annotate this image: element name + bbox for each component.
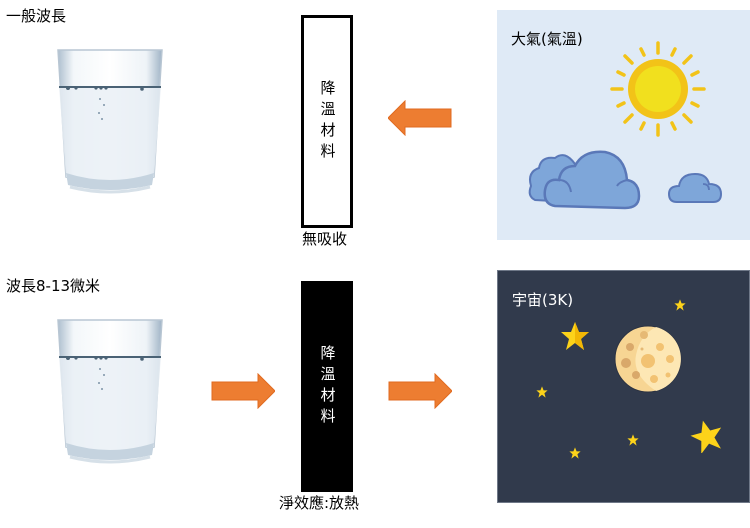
star-icon — [536, 386, 548, 398]
arrow-right-icon — [388, 373, 452, 409]
outer-space-panel: 宇宙(3K) — [497, 270, 750, 503]
cooling-material-label: 降溫材料 — [318, 79, 337, 164]
net-effect-label: 淨效應:放熱 — [279, 494, 360, 512]
no-absorption-label: 無吸收 — [302, 230, 348, 248]
water-glass-icon — [54, 317, 166, 467]
atmosphere-title: 大氣(氣溫) — [511, 30, 583, 48]
moon-icon — [614, 325, 682, 393]
star-icon — [569, 447, 581, 459]
water-glass-icon — [54, 47, 166, 197]
atmosphere-panel: 大氣(氣溫) — [497, 10, 750, 240]
wavelength-label-general: 一般波長 — [6, 7, 67, 25]
arrow-left-icon — [388, 100, 452, 136]
cooling-material-label: 降溫材料 — [318, 344, 337, 429]
cloud-large-icon — [525, 142, 643, 214]
arrow-right-icon — [211, 373, 275, 409]
cloud-small-icon — [667, 170, 723, 206]
wavelength-label-8-13um: 波長8-13微米 — [6, 277, 101, 295]
sun-icon — [610, 41, 706, 137]
star-icon — [690, 419, 724, 453]
star-icon — [674, 299, 686, 311]
star-icon — [627, 434, 639, 446]
cooling-material-panel: 降溫材料 — [301, 15, 353, 228]
cooling-material-panel-emitting: 降溫材料 — [301, 281, 353, 492]
star-icon — [560, 321, 590, 351]
outer-space-title: 宇宙(3K) — [512, 291, 574, 309]
